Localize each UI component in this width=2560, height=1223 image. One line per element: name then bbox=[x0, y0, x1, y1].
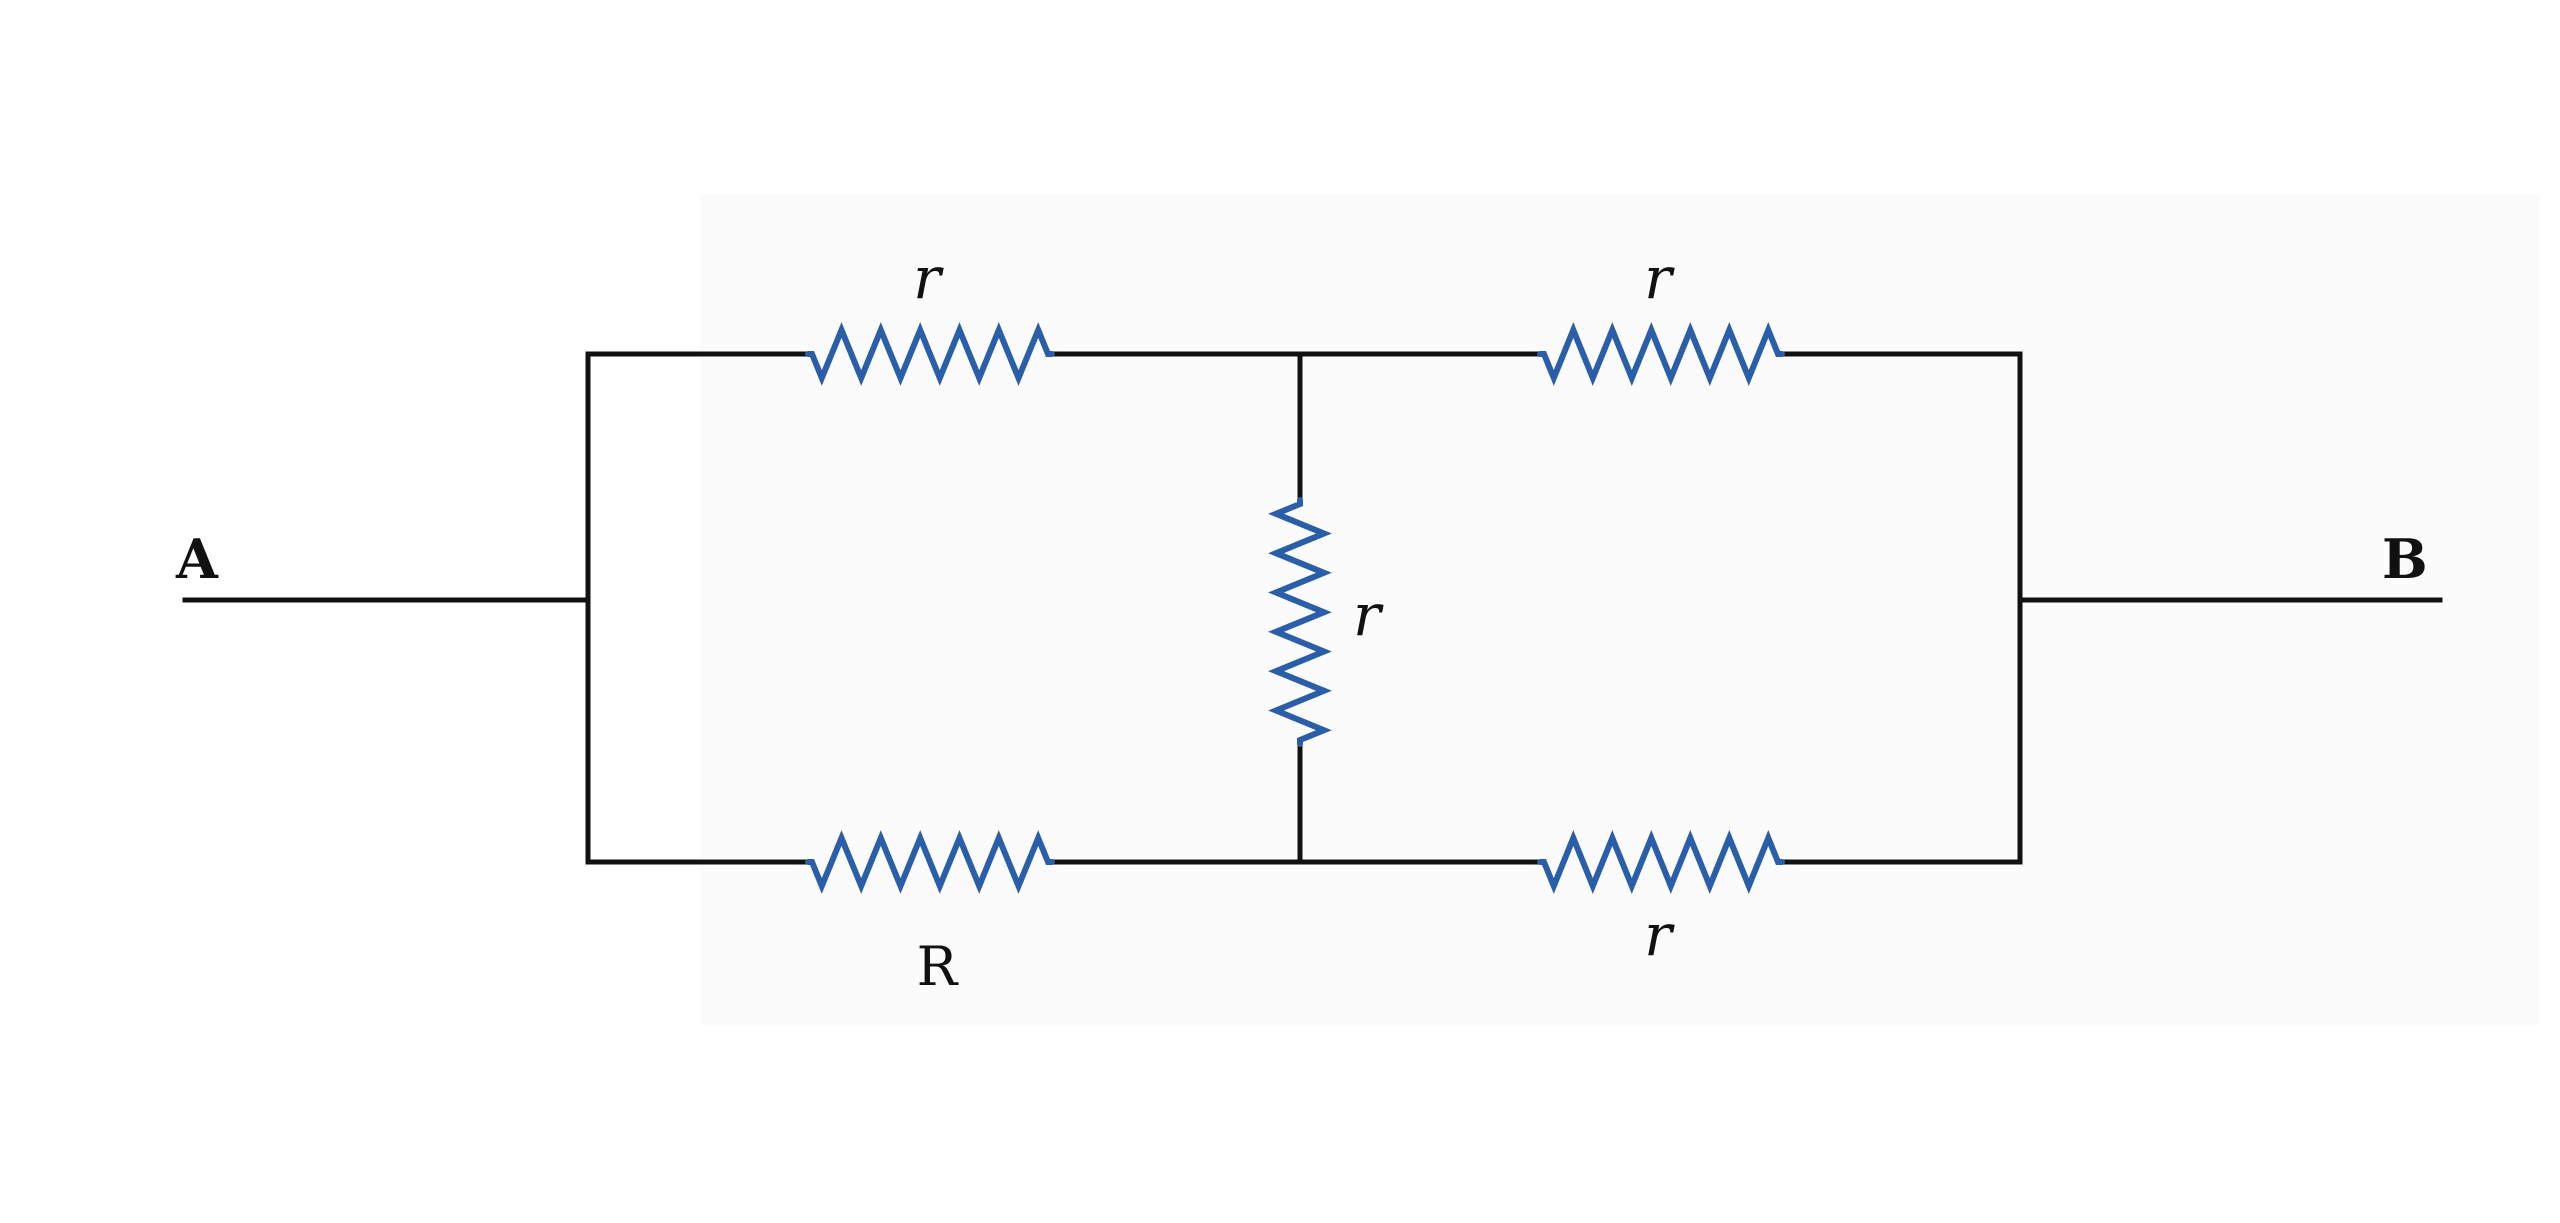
labels: A B r r r R r bbox=[175, 244, 2428, 998]
resistor-bottom-left bbox=[805, 830, 1055, 894]
resistor-bottom-right bbox=[1537, 830, 1785, 894]
resistors bbox=[805, 322, 1785, 894]
resistor-label-top-right: r bbox=[1644, 244, 1675, 312]
resistor-label-bottom-right: r bbox=[1644, 901, 1675, 969]
resistor-label-bottom-left: R bbox=[917, 935, 959, 998]
terminal-label-b: B bbox=[2382, 527, 2428, 591]
terminal-label-a: A bbox=[175, 527, 219, 591]
resistor-top-right bbox=[1537, 322, 1785, 386]
resistor-label-middle: r bbox=[1353, 581, 1384, 649]
page-background bbox=[700, 195, 2540, 1025]
resistor-top-left bbox=[805, 322, 1055, 386]
resistor-middle bbox=[1268, 497, 1332, 747]
wires bbox=[182, 351, 2443, 865]
resistor-label-top-left: r bbox=[913, 244, 944, 312]
